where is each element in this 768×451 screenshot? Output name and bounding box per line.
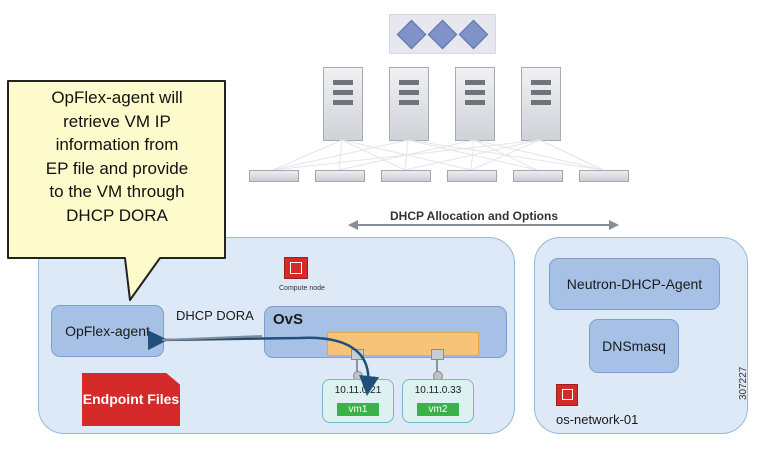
dhcp-dora-label: DHCP DORA [176,308,254,323]
opflex-agent-label: OpFlex-agent [65,323,150,339]
leaf-switch-icon [513,170,563,182]
callout-line: to the VM through [49,182,185,201]
apic-cluster [389,14,496,54]
leaf-switch-icon [381,170,431,182]
dnsmasq-box: DNSmasq [589,319,679,373]
figure-number: 307227 [738,366,749,400]
network-node-hostname: os-network-01 [556,412,639,427]
vm2-card: 10.11.0.33 vm2 [402,379,474,423]
leaf-switch-icon [447,170,497,182]
dhcp-allocation-label: DHCP Allocation and Options [390,209,559,223]
neutron-dhcp-agent-label: Neutron-DHCP-Agent [566,276,703,292]
vm2-ip: 10.11.0.33 [414,385,462,396]
leaf-switch-icon [579,170,629,182]
leaf-switch-icon [249,170,299,182]
callout-line: information from [55,135,179,154]
vm2-name: vm2 [417,403,459,416]
spine-server-icon [521,67,561,141]
callout-line: DHCP DORA [66,205,168,225]
compute-node-icon [284,257,308,279]
leaf-switch-icon [315,170,365,182]
neutron-dhcp-agent-box: Neutron-DHCP-Agent [549,258,720,310]
callout-line: retrieve VM IP [63,111,171,131]
ovs-label: OvS [273,311,304,328]
dnsmasq-label: DNSmasq [602,338,666,354]
vm2-port-icon [431,349,444,360]
spine-server-icon [455,67,495,141]
callout-line: EP file and provide [45,158,189,178]
callout-line: OpFlex-agent will [51,88,183,107]
network-node-icon [556,384,578,406]
vm1-name: vm1 [337,403,379,416]
callout-text: OpFlex-agent will retrieve VM IP informa… [14,86,220,227]
spine-server-icon [323,67,363,141]
compute-node-label: Compute node [279,285,325,292]
